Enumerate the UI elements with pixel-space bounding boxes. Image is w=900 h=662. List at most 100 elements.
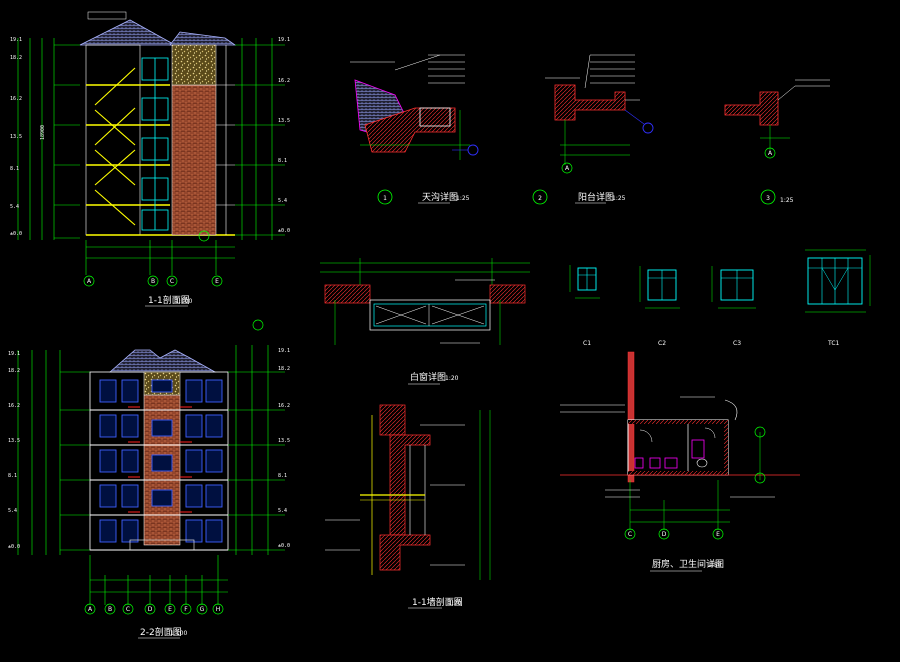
axis-label: E [168, 606, 172, 613]
skylight-detail: 白窗详图 1:20 [320, 258, 530, 385]
stone-parapet [171, 44, 217, 86]
window-label: C3 [733, 340, 741, 347]
axis-label: E [215, 278, 219, 285]
detail-1-gutter: 1 天沟详图 1:25 [350, 54, 479, 205]
section-1-1-axes: A B C E [83, 275, 223, 287]
svg-text:16.2: 16.2 [8, 403, 20, 409]
axis-label: C [628, 531, 632, 538]
wall-section-title: 1-1墙剖面图 [412, 596, 463, 608]
detail-number: 2 [538, 195, 542, 202]
svg-text:8.1: 8.1 [10, 166, 19, 172]
right-dimension-lines [235, 38, 285, 240]
skylight-title: 白窗详图 [410, 371, 446, 383]
section-windows [141, 57, 169, 231]
kitchen-axes: C D E [624, 528, 724, 540]
left-dimension-lines [17, 38, 80, 240]
svg-text:13.5: 13.5 [278, 438, 290, 444]
axis-label: F [184, 606, 188, 613]
svg-text:18.2: 18.2 [10, 55, 22, 61]
svg-text:5.4: 5.4 [8, 508, 17, 514]
bottom-dims [85, 240, 235, 275]
axis-label: A [565, 165, 570, 172]
detail-3: A 3 1:25 [724, 79, 830, 205]
stair-wall [85, 44, 141, 236]
axis-label: C [170, 278, 174, 285]
detail-2-scale: 1:25 [612, 195, 626, 202]
callout-circle-2 [252, 319, 264, 331]
svg-text:18.2: 18.2 [278, 366, 290, 372]
roof-2-2 [108, 349, 217, 373]
axis-label: C [126, 606, 130, 613]
detail-2-balcony: A 2 阳台详图 1:25 [532, 54, 654, 205]
section-2-2-axes: A B C D E F G H [84, 603, 224, 615]
window-label: C2 [658, 340, 666, 347]
detail-3-scale: 1:25 [780, 197, 794, 204]
axis-label: A [88, 606, 93, 613]
svg-text:±0.0: ±0.0 [278, 228, 290, 234]
roof-right [169, 31, 237, 46]
svg-text:±0.0: ±0.0 [278, 543, 290, 549]
svg-text:13.5: 13.5 [8, 438, 20, 444]
svg-text:8.1: 8.1 [8, 473, 17, 479]
section-1-1: 19.1 18.2 16.2 13.5 8.1 5.4 ±0.0 18900 [10, 11, 290, 307]
svg-text:8.1: 8.1 [278, 473, 287, 479]
axis-label: B [108, 606, 112, 613]
svg-text:19.1: 19.1 [10, 37, 22, 43]
stair-flights [94, 67, 136, 226]
wall-section: 1-1墙剖面图 1:20 [325, 404, 491, 609]
kitchen-scale: 1:50 [708, 562, 722, 569]
right-floors [216, 45, 235, 235]
svg-text:16.2: 16.2 [10, 96, 22, 102]
kitchen-bath-plan: C D E 厨房、卫生间详图 1:50 [560, 351, 800, 572]
svg-text:16.2: 16.2 [278, 403, 290, 409]
roof-left-slope [79, 19, 177, 46]
entrance-steps [129, 539, 195, 551]
detail-1-scale: 1:25 [456, 195, 470, 202]
svg-text:13.5: 13.5 [10, 134, 22, 140]
svg-text:5.4: 5.4 [10, 204, 19, 210]
window-label: TC1 [827, 340, 840, 347]
axis-label: E [716, 531, 720, 538]
detail-1-title: 天沟详图 [422, 191, 458, 203]
svg-text:±0.0: ±0.0 [8, 544, 20, 550]
kitchen-title: 厨房、卫生间详图 [652, 558, 724, 570]
section-2-2-title: 2-2剖面图 [140, 626, 182, 638]
axis-label: D [148, 606, 153, 613]
facade-windows [99, 379, 223, 543]
left-dimension-lines-2 [17, 350, 90, 555]
svg-text:5.4: 5.4 [278, 198, 287, 204]
axis-label: H [216, 606, 221, 613]
axis-label: A [768, 150, 773, 157]
axis-label: A [87, 278, 92, 285]
section-2-2-scale: 1:100 [170, 630, 187, 637]
svg-text:5.4: 5.4 [278, 508, 287, 514]
detail-2-title: 阳台详图 [578, 191, 614, 203]
skylight-scale: 1:20 [445, 375, 459, 382]
axis-label: G [200, 606, 205, 613]
svg-text:18.2: 18.2 [8, 368, 20, 374]
bottom-dims-2 [89, 555, 228, 605]
svg-text:19.1: 19.1 [278, 37, 290, 43]
left-dim-ticks: 19.1 18.2 16.2 13.5 8.1 5.4 ±0.0 18900 [10, 37, 46, 237]
axis-label: B [151, 278, 155, 285]
right-dimension-lines-2 [228, 345, 285, 555]
section-2-2: 19.1 18.2 16.2 13.5 8.1 5.4 ±0.0 [8, 319, 290, 639]
window-label: C1 [583, 340, 591, 347]
svg-text:16.2: 16.2 [278, 78, 290, 84]
wall-section-scale: 1:20 [448, 600, 462, 607]
svg-text:19.1: 19.1 [8, 351, 20, 357]
detail-number: 1 [383, 195, 387, 202]
window-details: C1 C2 C3 TC1 [569, 249, 871, 347]
brick-wall [171, 84, 217, 236]
axis-label: D [662, 531, 667, 538]
svg-text:13.5: 13.5 [278, 118, 290, 124]
detail-number: 3 [766, 195, 770, 202]
svg-text:18900: 18900 [40, 125, 46, 140]
section-1-1-scale: 1:100 [175, 298, 192, 305]
section-1-1-title: 1-1剖面图 [148, 294, 190, 306]
svg-text:19.1: 19.1 [278, 348, 290, 354]
red-markers [128, 406, 192, 513]
svg-text:±0.0: ±0.0 [10, 231, 22, 237]
roof-tag [87, 11, 127, 20]
